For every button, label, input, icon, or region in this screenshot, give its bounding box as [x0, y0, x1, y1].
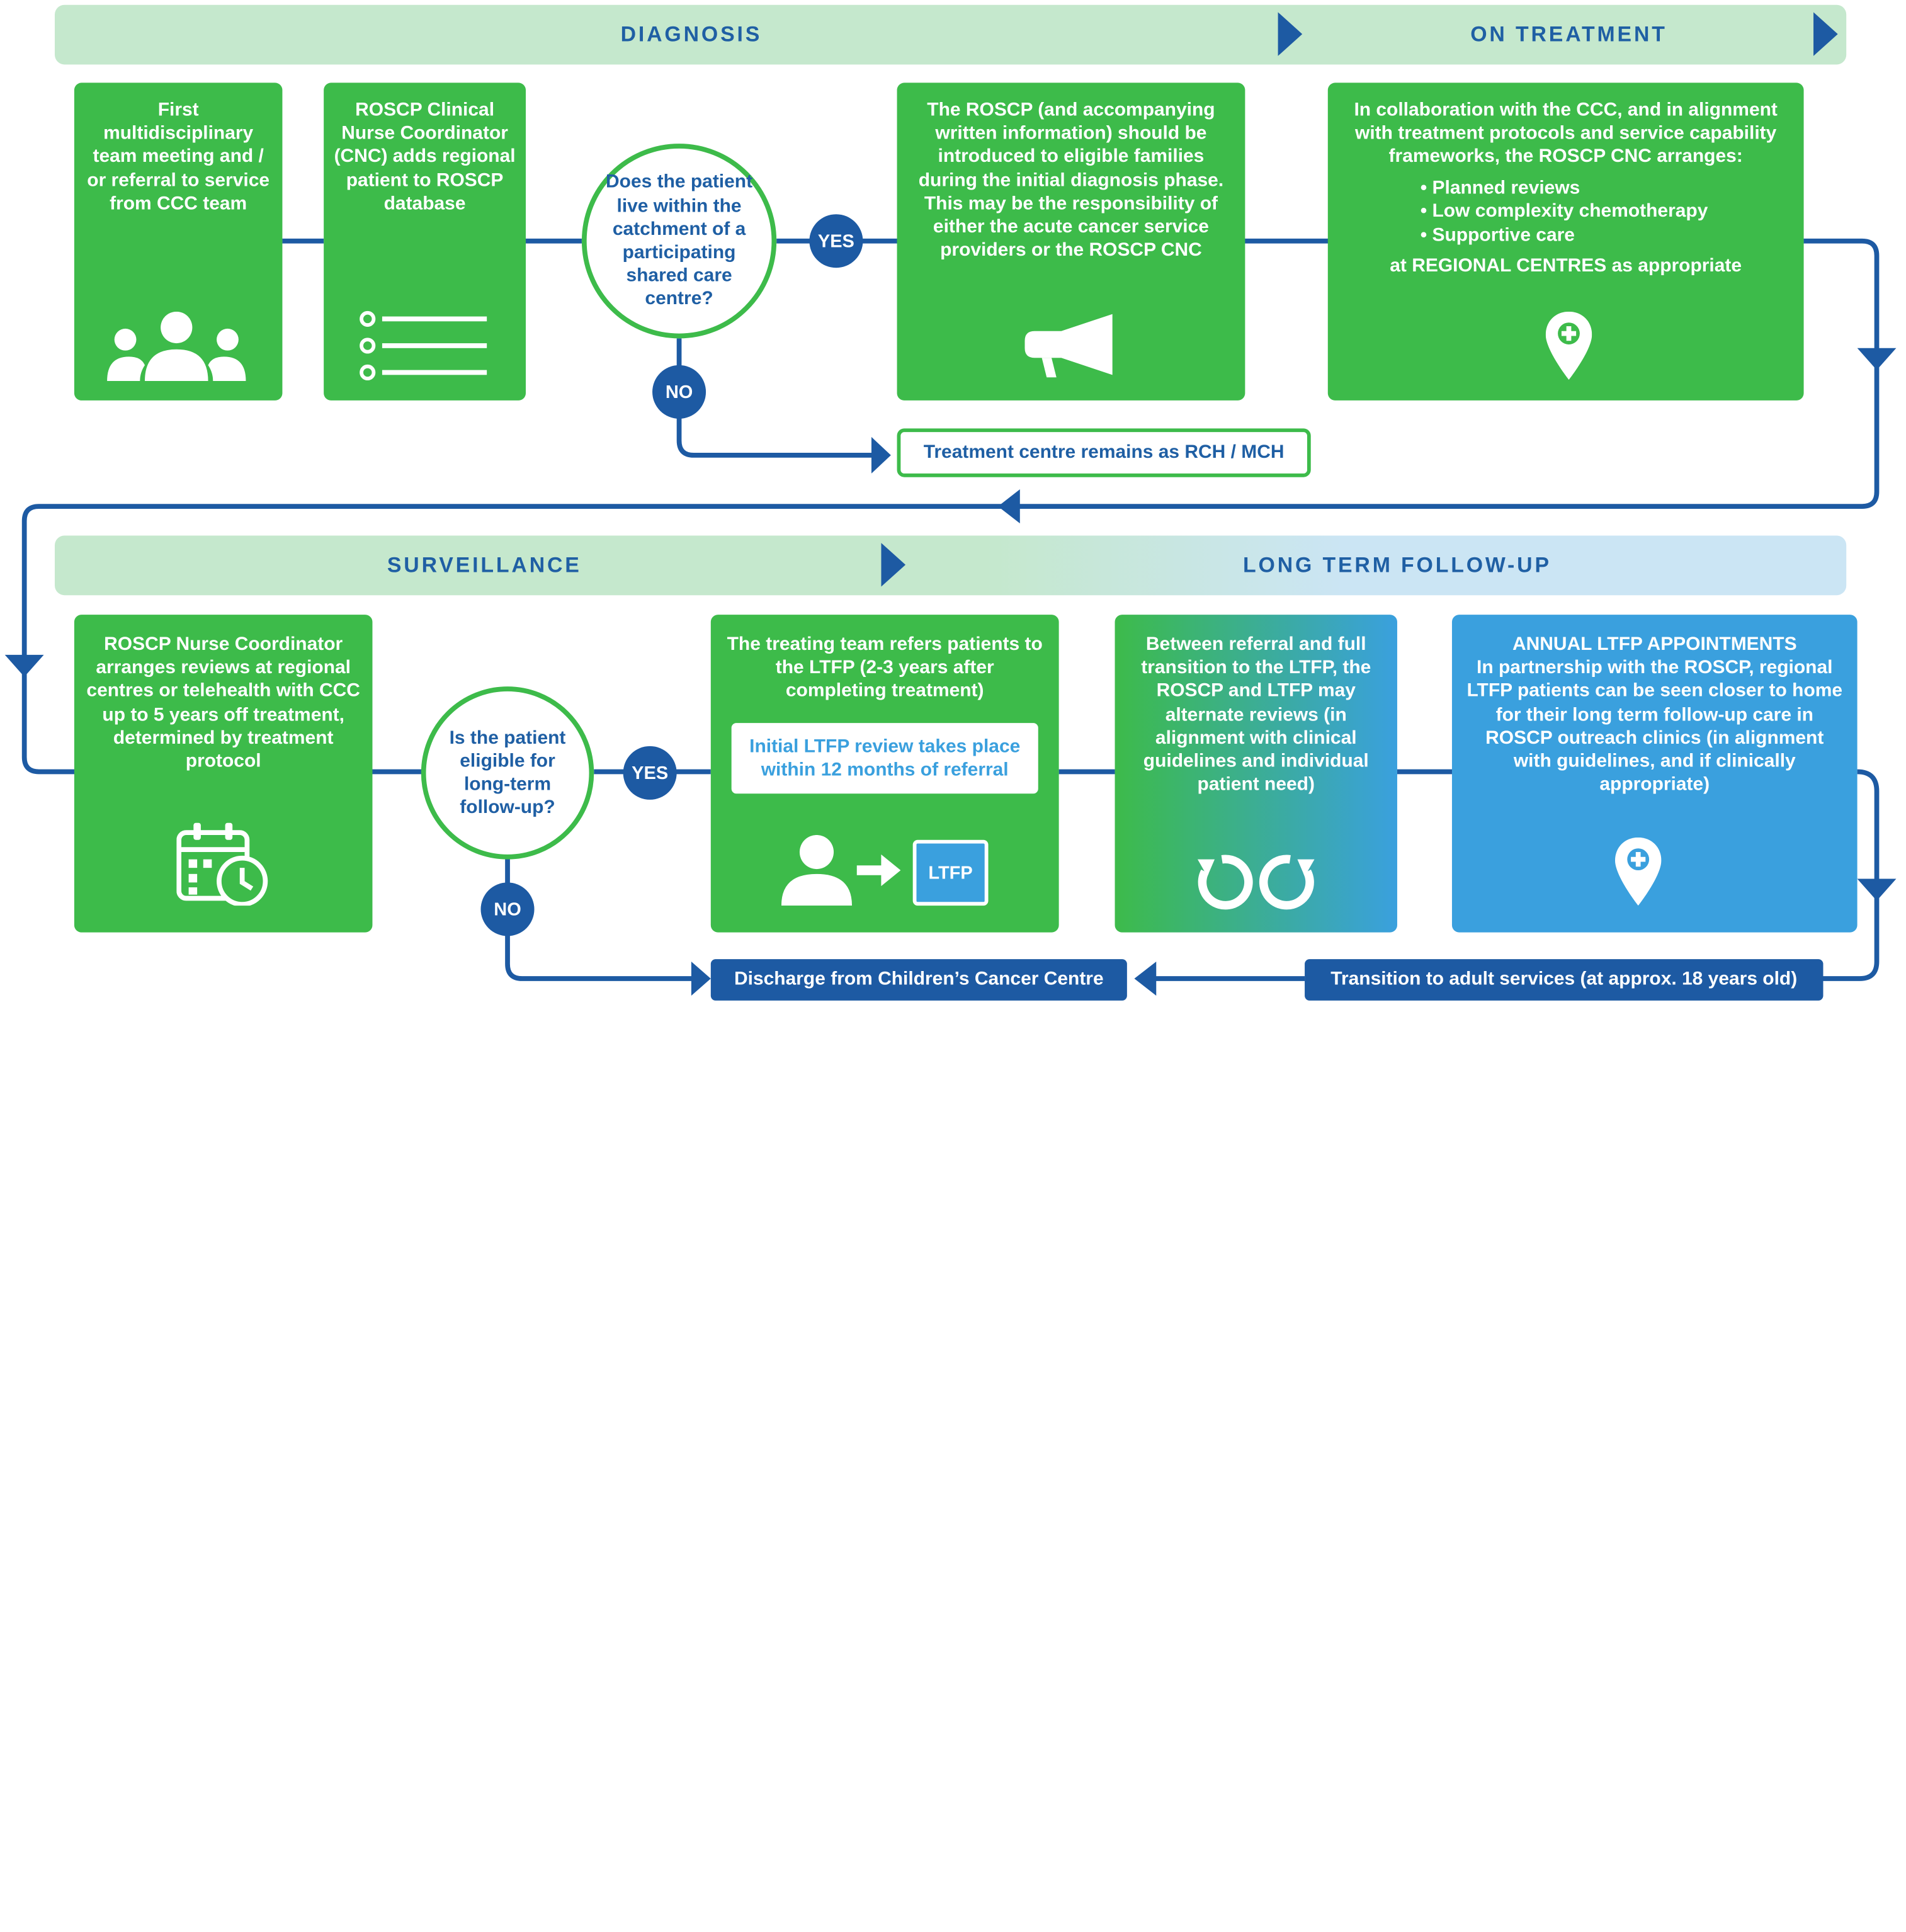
box-nurse-reviews: ROSCP Nurse Coordinator arranges reviews… [74, 615, 373, 933]
refresh-cycle-icon [1197, 855, 1315, 910]
outcome-rch-mch: Treatment centre remains as RCH / MCH [897, 428, 1311, 477]
phase-band-top [54, 4, 1847, 65]
box-cnc-adds-text: ROSCP Clinical Nurse Coordinator (CNC) a… [334, 99, 516, 214]
calendar-clock-icon [176, 822, 268, 906]
megaphone-icon [1024, 314, 1113, 378]
arrangement-item: Supportive care [1421, 224, 1790, 247]
decision-catchment: Does the patient live within the catchme… [581, 144, 777, 339]
ltfp-badge: LTFP [912, 839, 989, 906]
no-badge-2: NO [480, 882, 535, 936]
arrangement-item: Planned reviews [1421, 176, 1790, 200]
location-pin-plus-icon [1545, 311, 1592, 380]
box-first-mdt: First multidisciplinary team meeting and… [74, 82, 283, 401]
outcome-transition: Transition to adult services (at approx.… [1305, 959, 1824, 1001]
phase-arrow-icon [1813, 12, 1838, 56]
ltfp-badge-label: LTFP [928, 862, 973, 884]
phase-label-ltfu: LONG TERM FOLLOW-UP [1243, 552, 1551, 577]
no-badge-1: NO [652, 365, 706, 419]
box-collaboration: In collaboration with the CCC, and in al… [1327, 82, 1804, 401]
decision-catchment-text: Does the patient live within the catchme… [606, 172, 753, 310]
box-collaboration-outro: at REGIONAL CENTRES as appropriate [1390, 256, 1742, 276]
yes-badge-1: YES [809, 214, 863, 268]
person-arrow-icon [781, 834, 901, 906]
phase-arrow-icon [881, 543, 906, 587]
people-group-icon [107, 311, 246, 381]
box-collaboration-intro: In collaboration with the CCC, and in al… [1354, 99, 1778, 168]
box-first-mdt-text: First multidisciplinary team meeting and… [87, 99, 270, 214]
yes-badge-2: YES [623, 746, 677, 800]
box-annual-ltfp-text: In partnership with the ROSCP, regional … [1466, 657, 1843, 795]
box-alternate-reviews-text: Between referral and full transition to … [1141, 634, 1371, 795]
phase-label-surveillance: SURVEILLANCE [387, 552, 582, 577]
phase-label-diagnosis: DIAGNOSIS [620, 21, 763, 47]
box-annual-ltfp-title: ANNUAL LTFP APPOINTMENTS [1512, 634, 1797, 655]
box-roscp-intro-text: The ROSCP (and accompanying written info… [918, 99, 1224, 261]
outcome-discharge: Discharge from Children’s Cancer Centre [710, 959, 1127, 1001]
decision-eligible: Is the patient eligible for long-term fo… [421, 686, 594, 860]
decision-eligible-text: Is the patient eligible for long-term fo… [449, 727, 566, 819]
phase-label-on-treatment: ON TREATMENT [1470, 21, 1667, 47]
checklist-icon [360, 310, 487, 381]
phase-arrow-icon [1278, 12, 1303, 56]
box-nurse-reviews-text: ROSCP Nurse Coordinator arranges reviews… [86, 634, 360, 772]
phase-band-bottom [54, 535, 1847, 596]
initial-review-note: Initial LTFP review takes place within 1… [731, 723, 1038, 794]
box-alternate-reviews: Between referral and full transition to … [1115, 615, 1397, 933]
box-treating-refers-text: The treating team refers patients to the… [727, 634, 1043, 702]
connector-lines [4, 238, 1897, 996]
location-pin-plus-icon [1614, 837, 1662, 906]
arrangements-list: Planned reviews Low complexity chemother… [1421, 176, 1790, 247]
arrangement-item: Low complexity chemotherapy [1421, 200, 1790, 224]
